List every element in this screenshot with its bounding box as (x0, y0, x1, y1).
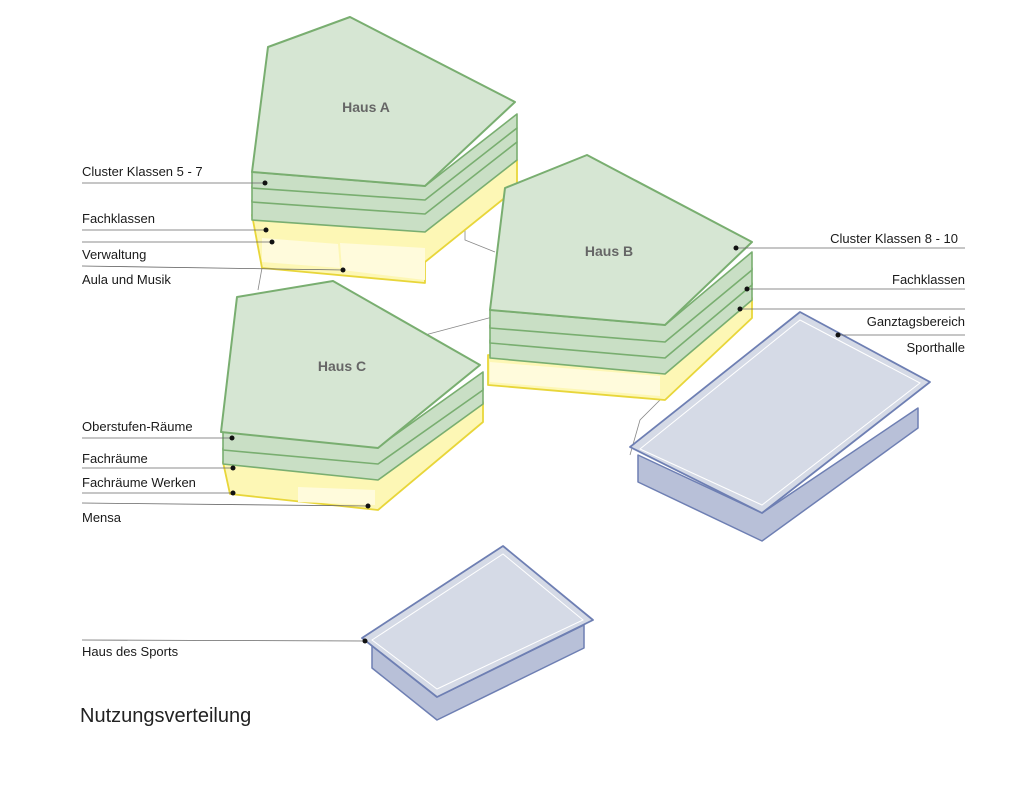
label-fachklassen-b: Fachklassen (892, 272, 965, 287)
label-fachklassen-a: Fachklassen (82, 211, 155, 226)
building-sporthalle (629, 311, 931, 542)
leaders-right (733, 245, 965, 338)
label-fachraeume-werken: Fachräume Werken (82, 475, 196, 490)
haus-a-label: Haus A (342, 99, 390, 115)
label-ganztagsbereich: Ganztagsbereich (867, 314, 965, 329)
label-haus-des-sports: Haus des Sports (82, 644, 179, 659)
label-cluster-8-10: Cluster Klassen 8 - 10 (830, 231, 958, 246)
building-haus-c: Haus C (220, 280, 484, 511)
label-mensa: Mensa (82, 510, 122, 525)
haus-b-label: Haus B (585, 243, 633, 259)
building-haus-a: Haus A (251, 16, 518, 284)
building-haus-b: Haus B (487, 154, 753, 401)
haus-c-label: Haus C (318, 358, 366, 374)
diagram-title: Nutzungsverteilung (80, 705, 251, 727)
building-haus-des-sports (361, 545, 594, 721)
label-oberstufen-raeume: Oberstufen-Räume (82, 419, 193, 434)
label-fachraeume: Fachräume (82, 451, 148, 466)
label-cluster-5-7: Cluster Klassen 5 - 7 (82, 164, 203, 179)
leaders-left (81, 180, 371, 644)
label-verwaltung: Verwaltung (82, 247, 146, 262)
label-sporthalle: Sporthalle (906, 340, 965, 355)
label-aula-musik: Aula und Musik (82, 272, 171, 287)
